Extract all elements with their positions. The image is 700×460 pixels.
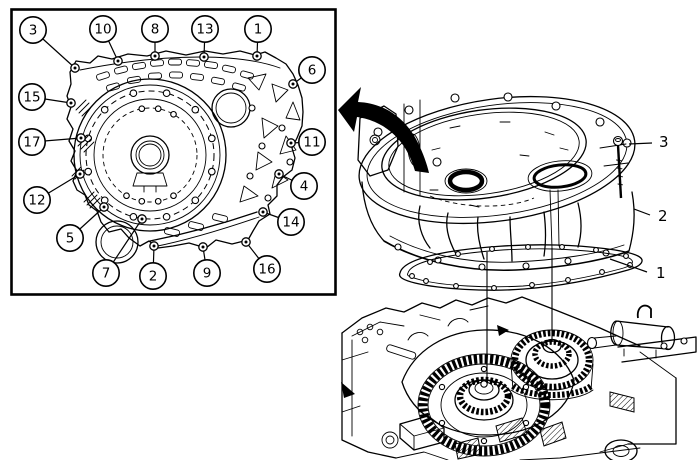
part-label-3: 3 bbox=[659, 133, 669, 151]
actuator-cylinder bbox=[586, 304, 676, 359]
bolt-marker-dot-6 bbox=[291, 82, 295, 86]
bolt-marker-dot-13 bbox=[202, 55, 206, 59]
bolt-marker-dot-15 bbox=[69, 101, 73, 105]
bolt-marker-dot-7 bbox=[140, 217, 144, 221]
callout-number-10: 10 bbox=[94, 22, 111, 38]
bell-housing-face-drawing bbox=[66, 50, 304, 264]
callout-number-8: 8 bbox=[151, 22, 160, 38]
label-leader-2 bbox=[633, 208, 651, 216]
bolt-marker-dot-16 bbox=[244, 240, 248, 244]
callout-number-1: 1 bbox=[254, 22, 263, 38]
alignment-lines bbox=[486, 248, 553, 381]
callout-balloon-12 bbox=[22, 186, 51, 215]
transmission-case-drawing bbox=[357, 92, 636, 272]
label-leader-3 bbox=[628, 142, 653, 145]
label-leader-1 bbox=[609, 258, 648, 273]
callout-number-15: 15 bbox=[23, 90, 40, 106]
callout-number-3: 3 bbox=[29, 23, 38, 39]
callout-number-9: 9 bbox=[203, 266, 212, 282]
ring-gear bbox=[417, 353, 551, 457]
exploded-view: 3 2 1 bbox=[338, 87, 697, 460]
bolt-marker-dot-11 bbox=[289, 141, 293, 145]
curved-left-arrow-icon bbox=[338, 87, 429, 173]
callout-balloon-7 bbox=[92, 258, 121, 287]
bolt-marker-dot-9 bbox=[201, 245, 205, 249]
callout-number-14: 14 bbox=[282, 215, 299, 231]
hatching bbox=[71, 99, 101, 209]
callout-number-4: 4 bbox=[300, 179, 309, 195]
callout-balloon-5 bbox=[55, 224, 84, 253]
lower-transmission-drawing bbox=[341, 296, 697, 460]
bolt-marker-dot-14 bbox=[261, 210, 265, 214]
bolt-marker-dot-3 bbox=[73, 66, 77, 70]
callout-number-12: 12 bbox=[28, 193, 45, 209]
bolt-marker-dot-17 bbox=[79, 136, 83, 140]
bolt-marker-dot-1 bbox=[255, 54, 259, 58]
callout-balloon-2 bbox=[139, 261, 168, 290]
callout-balloon-15 bbox=[17, 83, 46, 112]
callout-balloon-6 bbox=[297, 55, 326, 84]
callout-balloon-11 bbox=[297, 128, 326, 157]
callout-balloon-10 bbox=[89, 15, 118, 43]
callout-balloon-17 bbox=[17, 128, 46, 157]
bolt-marker-dot-5 bbox=[102, 205, 106, 209]
gasket-drawing bbox=[398, 244, 643, 291]
callout-number-13: 13 bbox=[196, 22, 213, 38]
callout-number-6: 6 bbox=[308, 63, 317, 79]
bolt-marker-dot-8 bbox=[153, 54, 157, 58]
callout-balloon-1 bbox=[244, 15, 273, 43]
part-label-1: 1 bbox=[656, 264, 666, 282]
callout-number-11: 11 bbox=[303, 135, 320, 151]
inset-frame bbox=[10, 8, 337, 296]
callout-balloon-14 bbox=[276, 208, 305, 237]
converter-bolt-holes bbox=[84, 89, 216, 221]
bolt-marker-dot-4 bbox=[277, 172, 281, 176]
callout-number-16: 16 bbox=[258, 262, 275, 278]
callout-balloon-4 bbox=[289, 172, 318, 201]
bolt-marker-dot-12 bbox=[78, 172, 82, 176]
callout-balloon-9 bbox=[193, 258, 222, 287]
bolt-marker-dot-2 bbox=[152, 244, 156, 248]
small-arrow-icon bbox=[497, 325, 509, 336]
callout-balloon-16 bbox=[253, 255, 282, 284]
callout-balloon-3 bbox=[18, 15, 47, 44]
callout-number-7: 7 bbox=[102, 266, 111, 282]
callout-number-17: 17 bbox=[23, 135, 40, 151]
callout-balloon-8 bbox=[141, 15, 170, 43]
small-arrow-icon bbox=[341, 382, 355, 398]
part-labels: 3 2 1 bbox=[609, 133, 669, 282]
callout-number-2: 2 bbox=[149, 269, 158, 285]
callout-number-5: 5 bbox=[66, 231, 75, 247]
case-bolt-drawing bbox=[612, 135, 624, 199]
part-label-2: 2 bbox=[658, 207, 668, 225]
rib-slots bbox=[96, 58, 254, 92]
callout-balloon-13 bbox=[191, 15, 220, 43]
bolt-marker-dot-10 bbox=[116, 59, 120, 63]
